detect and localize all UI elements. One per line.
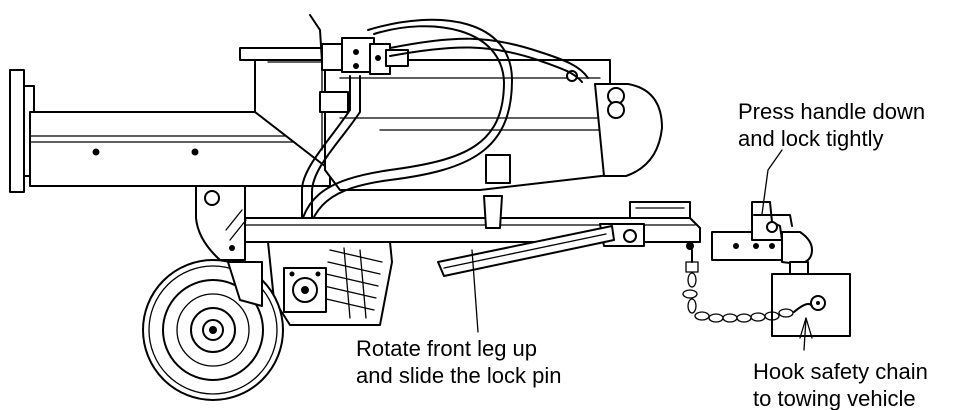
- front-leg: [437, 225, 615, 277]
- callout-chain-line1: Hook safety chain: [753, 359, 928, 384]
- tow-tongue: [214, 195, 701, 250]
- callout-leg-line2: and slide the lock pin: [356, 363, 562, 388]
- hydraulic-cylinder: [319, 59, 663, 191]
- frame-support: [195, 185, 247, 261]
- callout-leaders: [471, 149, 813, 351]
- control-valve: [309, 14, 409, 75]
- callout-chain-line2: to towing vehicle: [753, 386, 916, 410]
- safety-chain: [682, 249, 813, 323]
- callout-rotate-leg: Rotate front leg up and slide the lock p…: [356, 335, 561, 389]
- callout-handle-line2: and lock tightly: [738, 126, 884, 151]
- wheel: [142, 259, 284, 401]
- callout-safety-chain: Hook safety chain to towing vehicle: [753, 358, 928, 410]
- engine-pump: [267, 241, 393, 326]
- callout-leg-line1: Rotate front leg up: [356, 336, 538, 361]
- callout-press-handle: Press handle down and lock tightly: [738, 98, 925, 152]
- callout-handle-line1: Press handle down: [738, 99, 926, 124]
- hitch-coupler: [711, 201, 813, 275]
